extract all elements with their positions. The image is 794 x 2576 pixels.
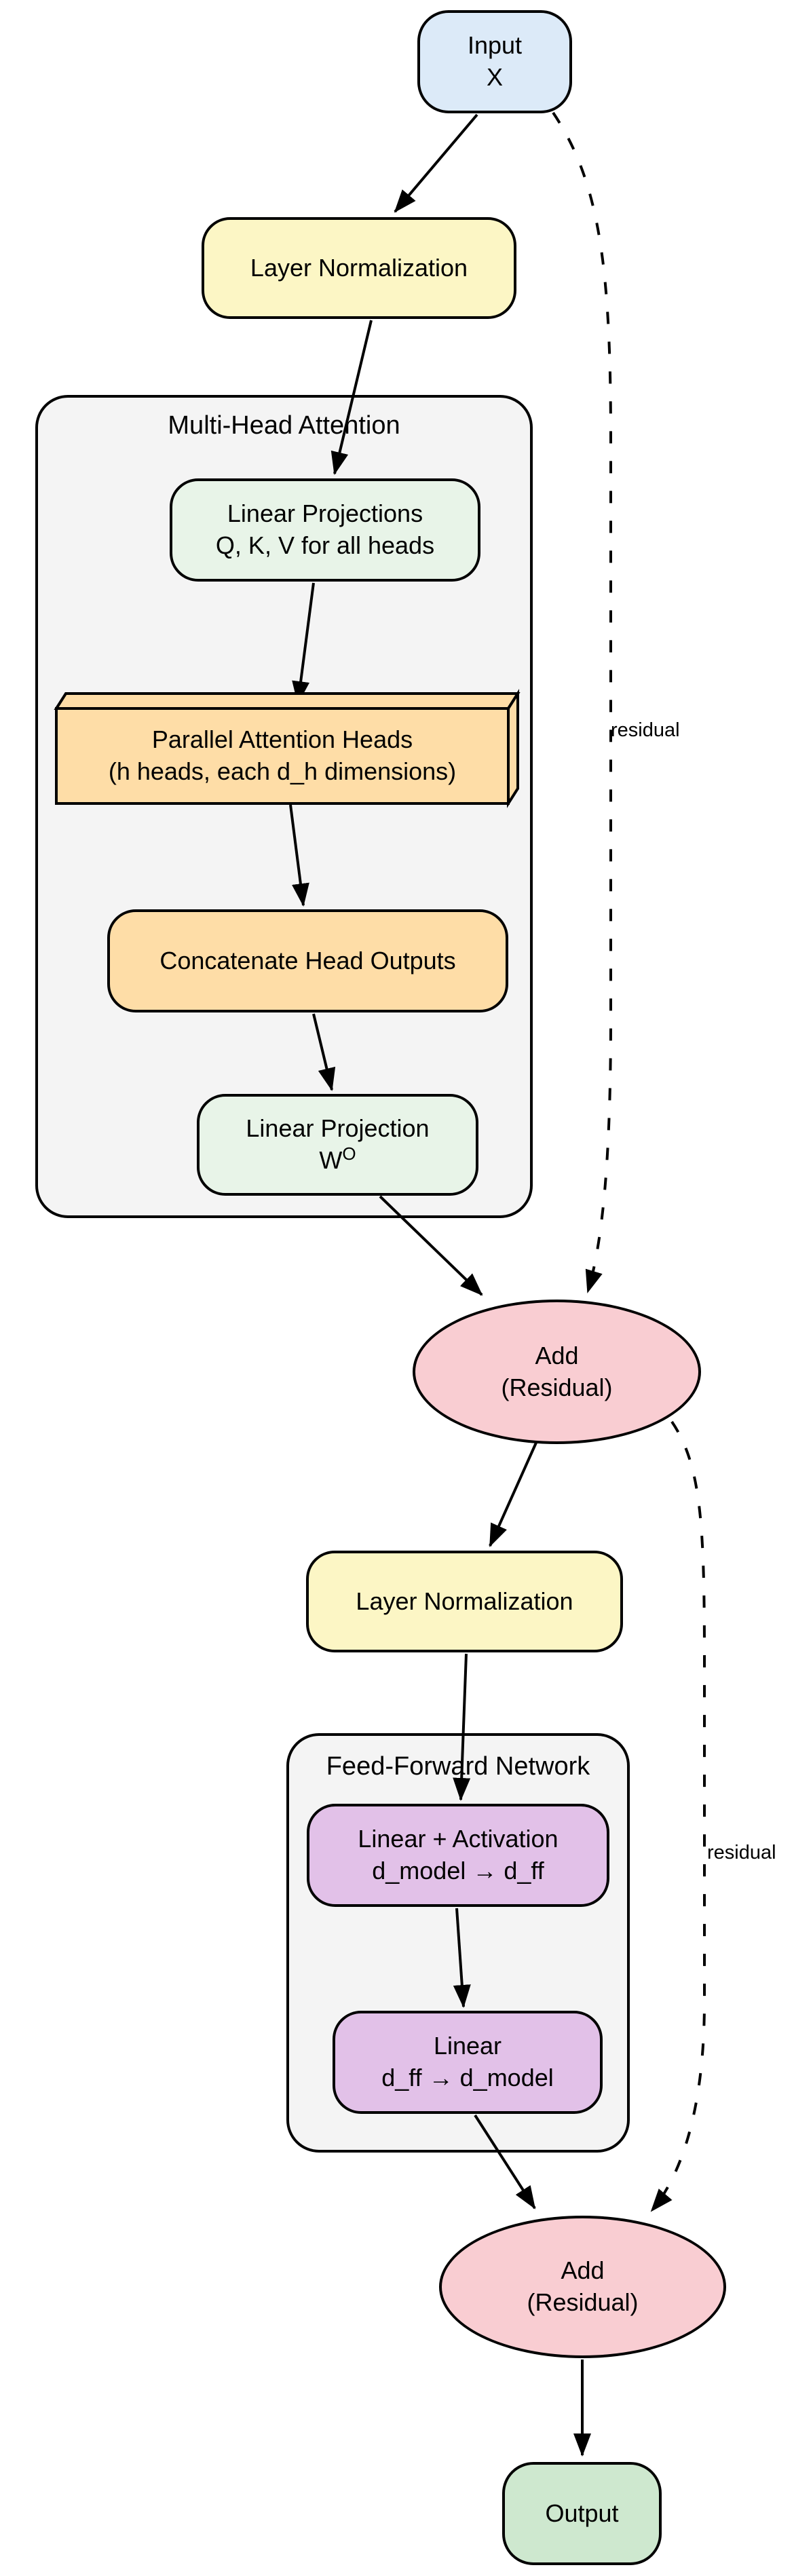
feed-forward-network-title: Feed-Forward Network [326,1752,590,1781]
linear2-node: Linear d_ff → d_model [333,2011,603,2114]
add1-label-line1: Add [535,1341,579,1369]
edge-add1-to-layernorm2 [489,1442,537,1547]
qkv-label-line2: Q, K, V for all heads [215,531,435,559]
output-node: Output [502,2462,662,2565]
input-label-line2: X [486,63,503,91]
linear2-label-line1: Linear [433,2032,502,2060]
linear2-label-line2: d_ff → d_model [381,2064,554,2091]
qkv-label-line1: Linear Projections [227,499,423,528]
add-residual-1-node: Add (Residual) [413,1300,701,1444]
output-projection-label-line1: Linear Projection [246,1114,430,1143]
linear-activation-label-line2: d_model → d_ff [372,1857,544,1884]
concatenate-label: Concatenate Head Outputs [159,946,456,974]
add2-label-line2: (Residual) [527,2288,639,2316]
output-label: Output [545,2499,619,2527]
output-projection-node: Linear Projection WO [197,1094,478,1196]
residual-label-1: residual [611,719,680,741]
layernorm2-node: Layer Normalization [306,1551,623,1652]
parallel-heads-label-line2: (h heads, each d_h dimensions) [108,757,457,785]
edge-input-to-layernorm1 [394,113,478,213]
residual-label-2: residual [707,1842,776,1863]
parallel-heads-node: Parallel Attention Heads (h heads, each … [56,708,508,803]
wo-base: W [319,1146,343,1174]
edge-residual-input-to-add1 [552,111,612,1293]
input-label-line1: Input [467,31,523,60]
layernorm1-label: Layer Normalization [250,253,468,282]
edge-residual-add1-to-add2 [650,1420,706,2212]
add1-label-line2: (Residual) [501,1373,613,1401]
add2-label-line1: Add [561,2256,605,2285]
concatenate-node: Concatenate Head Outputs [107,909,508,1012]
qkv-projections-node: Linear Projections Q, K, V for all heads [170,478,480,582]
input-node: Input X [417,10,572,113]
output-projection-label-line2: WO [319,1145,356,1177]
linear-activation-node: Linear + Activation d_model → d_ff [307,1804,609,1907]
linear-activation-label-line1: Linear + Activation [358,1825,559,1853]
layernorm1-node: Layer Normalization [202,217,516,319]
add-residual-2-node: Add (Residual) [439,2216,726,2358]
wo-superscript: O [342,1143,356,1164]
multi-head-attention-title: Multi-Head Attention [168,411,400,440]
layernorm2-label: Layer Normalization [356,1587,573,1615]
parallel-heads-label-line1: Parallel Attention Heads [151,725,413,754]
